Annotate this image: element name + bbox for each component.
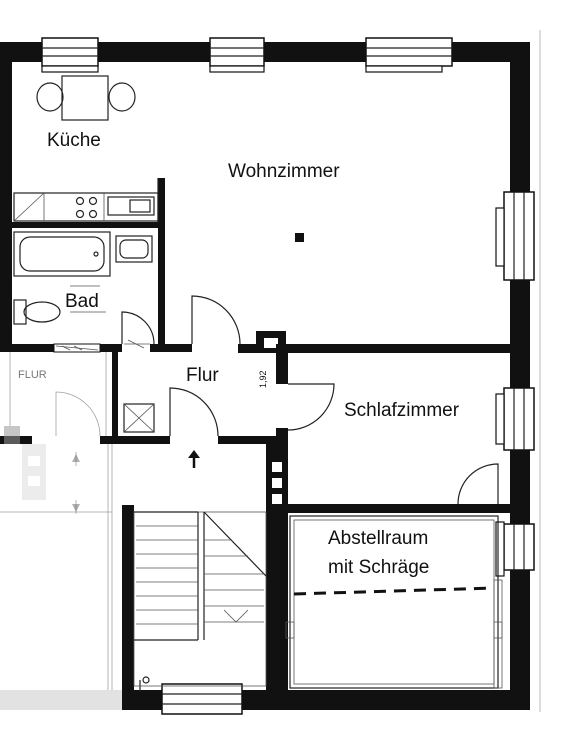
label-wohnzimmer: Wohnzimmer [228, 161, 340, 182]
window-abstellraum [503, 523, 535, 571]
window-stairwell [139, 676, 243, 715]
label-neighbor-flur: FLUR [18, 369, 47, 381]
label-abstellraum-1: Abstellraum [328, 528, 428, 549]
staircase [133, 511, 267, 687]
chimney-shaft-icon [295, 233, 304, 242]
label-abstellraum-2: mit Schräge [328, 557, 429, 578]
label-kueche: Küche [47, 130, 101, 151]
bathtub [13, 231, 111, 277]
room-labels: Küche Wohnzimmer Bad Flur Schlafzimmer A… [18, 130, 460, 578]
window-wohnzimmer-right [503, 191, 535, 281]
label-flur: Flur [186, 365, 219, 386]
shaft-box [123, 403, 155, 433]
toilet-bowl [23, 301, 61, 323]
dimension-label: 1,92 [258, 370, 268, 388]
kitchen-furniture [13, 75, 159, 222]
stairwell-left-wall [122, 505, 134, 710]
neighbor-apartment [0, 352, 122, 710]
windows-top [41, 37, 453, 73]
chair [36, 82, 64, 112]
abstellraum-details [285, 515, 503, 689]
door-entrance [169, 387, 219, 437]
window-kueche [41, 37, 99, 67]
toilet-tank [13, 299, 27, 325]
neighbor-arrow-icon [72, 454, 80, 512]
door-abstellraum [457, 463, 499, 505]
up-arrow-icon [188, 450, 200, 468]
label-bad: Bad [65, 291, 99, 312]
windows-right [495, 191, 535, 577]
bathroom-fixtures [13, 231, 155, 349]
stove-burner [75, 209, 85, 219]
window-wohnzimmer-1 [209, 37, 265, 67]
window-schlafzimmer [503, 387, 535, 451]
door-swings [123, 295, 499, 505]
sink [107, 196, 155, 216]
door-schlafzimmer [287, 383, 335, 431]
chair [108, 82, 136, 112]
washbasin [115, 235, 153, 263]
right-wall [510, 42, 530, 710]
label-schlafzimmer: Schlafzimmer [344, 400, 460, 421]
window-wohnzimmer-2 [365, 37, 453, 67]
left-wall [0, 62, 12, 348]
stove-burner [75, 196, 85, 206]
stove-burner [88, 196, 98, 206]
interior-walls [0, 178, 510, 710]
door-wohnzimmer [191, 295, 241, 345]
roof-slope-line [293, 586, 495, 596]
stove-burner [88, 209, 98, 219]
